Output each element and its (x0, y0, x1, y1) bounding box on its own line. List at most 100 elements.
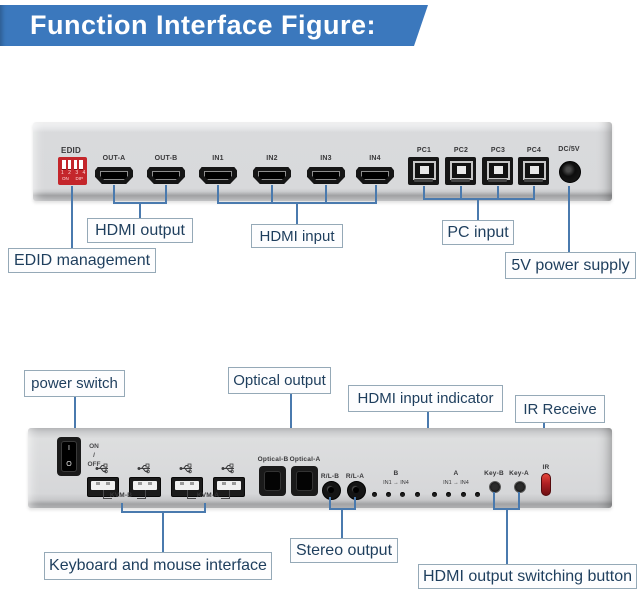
dip-on-label: ON (62, 176, 69, 181)
hdmi-port-in4 (356, 167, 394, 184)
key-b-label: Key-B (484, 470, 504, 477)
led-a-in4 (475, 492, 480, 497)
hdmi-port-in1 (199, 167, 237, 184)
dip-numbers: 1 2 3 4 (61, 170, 87, 176)
line-out-b (165, 185, 167, 204)
led-b-in4 (415, 492, 420, 497)
dc-power-jack (559, 161, 581, 183)
optical-a-port (291, 466, 318, 496)
rl-b-jack (322, 481, 341, 500)
usb-b-port-pc2 (445, 157, 476, 185)
port-label-in4: IN4 (369, 155, 381, 162)
line-stereo-center (341, 508, 343, 538)
line-dc (568, 186, 570, 252)
line-in-center (296, 202, 298, 224)
line-pc1 (423, 186, 425, 200)
led-b-in1 (372, 492, 377, 497)
usb-a-port-4 (213, 477, 245, 497)
indicator-group-a-label: A (453, 470, 459, 477)
title-banner: Function Interface Figure: (0, 5, 428, 46)
port-label-pc3: PC3 (490, 147, 506, 154)
on-off-label: ON / OFF (87, 443, 101, 468)
port-label-pc2: PC2 (453, 147, 469, 154)
callout-optical-output: Optical output (228, 367, 331, 394)
key-a-button (514, 481, 526, 493)
callout-hdmi-switch-button: HDMI output switching button (418, 564, 637, 589)
line-out-a (113, 185, 115, 204)
indicator-range-a: IN1 → IN4 (443, 480, 469, 486)
rl-a-jack (347, 481, 366, 500)
port-label-pc1: PC1 (416, 147, 432, 154)
line-key-b (493, 492, 495, 510)
line-kvm-center (162, 511, 164, 552)
usb-icon (221, 463, 234, 474)
line-in1 (217, 185, 219, 204)
line-in2 (271, 185, 273, 204)
line-edid (71, 186, 73, 248)
callout-hdmi-output: HDMI output (87, 218, 193, 243)
key-a-label: Key-A (509, 470, 529, 477)
indicator-range-b: IN1 → IN4 (383, 480, 409, 486)
usb-b-port-pc4 (518, 157, 549, 185)
line-key-center (506, 508, 508, 564)
callout-stereo-output: Stereo output (290, 538, 398, 563)
usb-icon (179, 463, 192, 474)
edid-dip-switch: 1 2 3 4 ON DIP (58, 157, 87, 185)
line-out-center (139, 202, 141, 218)
line-pc2 (460, 186, 462, 200)
optical-b-label: Optical-B (257, 456, 289, 463)
optical-a-label: Optical-A (289, 456, 321, 463)
kvm-a-bracket-left (187, 490, 196, 499)
led-a-in2 (446, 492, 451, 497)
usb-b-port-pc1 (408, 157, 439, 185)
edid-label: EDID (61, 146, 81, 155)
kvm-b-bracket-left (103, 490, 112, 499)
callout-hdmi-input: HDMI input (251, 224, 343, 248)
front-panel: I O ON / OFF KVM-B KVM-A Optical-B Optic… (28, 428, 612, 508)
kvm-a-label: KVM-A (196, 492, 220, 499)
callout-keyboard-mouse: Keyboard and mouse interface (44, 552, 272, 580)
line-kvm-b (121, 503, 123, 513)
usb-icon (137, 463, 150, 474)
callout-edid-management: EDID management (8, 248, 156, 273)
usb-b-port-pc3 (482, 157, 513, 185)
line-optical (290, 394, 292, 440)
port-label-out-a: OUT-A (102, 155, 126, 162)
line-kvm-a (204, 503, 206, 513)
port-label-pc4: PC4 (526, 147, 542, 154)
page-title: Function Interface Figure: (30, 10, 377, 40)
line-pc3 (497, 186, 499, 200)
led-b-in3 (400, 492, 405, 497)
port-label-in1: IN1 (212, 155, 224, 162)
rocker-o-mark: O (66, 461, 72, 468)
optical-b-port (259, 466, 286, 496)
led-a-in3 (461, 492, 466, 497)
callout-pc-input: PC input (442, 220, 514, 245)
hdmi-port-out-b (147, 167, 185, 184)
rear-panel: EDID 1 2 3 4 ON DIP OUT-A OUT-B IN1 IN2 … (33, 122, 612, 201)
line-stereo-a (354, 497, 356, 510)
hdmi-port-out-a (95, 167, 133, 184)
callout-hdmi-input-indicator: HDMI input indicator (348, 385, 503, 412)
line-key-a (518, 492, 520, 510)
callout-5v-power-supply: 5V power supply (505, 252, 636, 279)
line-pc4 (533, 186, 535, 200)
line-pc-bracket (423, 198, 535, 200)
dip-dip-label: DIP (75, 176, 83, 181)
hdmi-port-in2 (253, 167, 291, 184)
rl-a-label: R/L-A (345, 473, 365, 480)
line-pc-center (477, 198, 479, 220)
rl-b-label: R/L-B (320, 473, 340, 480)
port-label-out-b: OUT-B (154, 155, 178, 162)
callout-ir-receive: IR Receive (515, 395, 605, 423)
indicator-group-b-label: B (393, 470, 399, 477)
usb-a-port-1 (87, 477, 119, 497)
kvm-b-bracket-right (137, 490, 146, 499)
line-stereo-b (329, 497, 331, 510)
line-in3 (325, 185, 327, 204)
key-b-button (489, 481, 501, 493)
kvm-b-label: KVM-B (109, 492, 133, 499)
rocker-i-mark: I (68, 445, 70, 452)
ir-label: IR (542, 464, 550, 471)
